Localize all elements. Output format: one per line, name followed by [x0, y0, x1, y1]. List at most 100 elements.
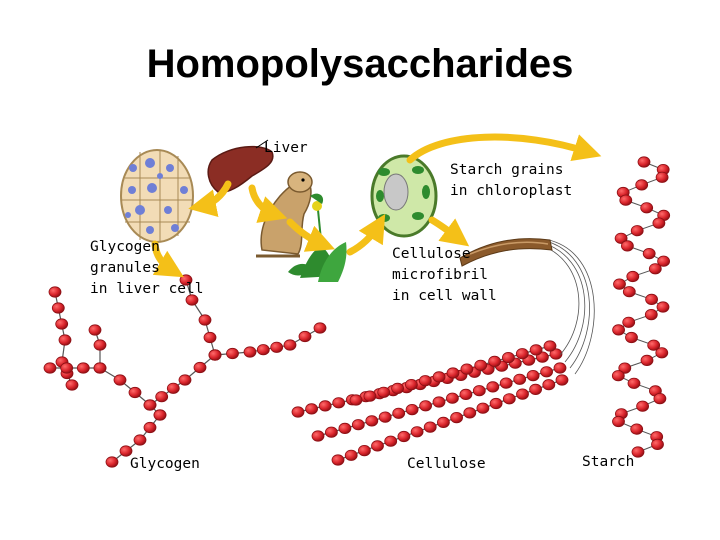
glycogen-bead: [133, 434, 147, 446]
cellulose-bead: [529, 383, 542, 395]
starch-helix-chain: [611, 156, 671, 458]
starch-bead: [619, 194, 633, 206]
glycogen-bead: [58, 334, 72, 346]
cellulose-bead: [476, 402, 490, 414]
starch-bead: [622, 286, 636, 298]
glycogen-bead: [198, 314, 212, 326]
label-glycogen: Glycogen: [130, 456, 200, 472]
cellulose-bead: [391, 382, 405, 394]
cellulose-bead: [318, 400, 332, 412]
glycogen-bead: [179, 274, 193, 286]
slide-title: Homopolysaccharides: [146, 42, 574, 86]
starch-bead: [640, 354, 654, 366]
starch-bead: [614, 232, 628, 244]
starch-bead: [612, 415, 625, 428]
starch-bead: [656, 301, 670, 313]
starch-bead: [642, 248, 656, 260]
arrow-liver-to-animal: [248, 184, 288, 223]
starch-bead: [640, 202, 654, 214]
cellulose-bead: [472, 385, 486, 397]
glycogen-bead: [113, 374, 127, 386]
glycogen-bead: [93, 362, 107, 374]
label-glycogen-granules-3: in liver cell: [90, 281, 204, 297]
starch-bead: [622, 316, 636, 328]
starch-bead: [652, 217, 666, 229]
cellulose-bead: [371, 440, 384, 452]
glycogen-bead: [128, 386, 142, 399]
starch-bead: [631, 446, 645, 458]
glycogen-bead: [153, 409, 167, 421]
plant-cell: [370, 154, 438, 238]
glycogen-bead: [313, 322, 327, 334]
cellulose-bead: [540, 366, 553, 378]
cellulose-bead: [499, 377, 513, 389]
cellulose-bead: [501, 351, 515, 364]
starch-bead: [648, 263, 662, 275]
arrow-to-microfibril: [428, 216, 470, 247]
cellulose-bead: [515, 348, 529, 360]
cellulose-bead: [489, 397, 503, 410]
starch-bead: [637, 156, 651, 168]
starch-bead: [630, 423, 644, 435]
cellulose-bead: [445, 392, 459, 404]
label-starch: Starch: [582, 454, 634, 470]
glycogen-bead: [48, 286, 62, 298]
cellulose-bead: [291, 406, 305, 418]
glycogen-bead: [43, 362, 57, 374]
cellulose-bead: [460, 363, 474, 375]
cellulose-bead: [436, 416, 450, 428]
starch-bead: [612, 324, 625, 336]
cellulose-bead: [418, 375, 432, 387]
cellulose-bead: [324, 426, 338, 438]
cellulose-bead: [338, 422, 352, 434]
label-glycogen-granules-1: Glycogen: [90, 239, 160, 255]
glycosidic-link: [54, 291, 66, 341]
glycogen-bead: [105, 456, 119, 468]
starch-bead: [655, 347, 669, 359]
starch-bead: [653, 392, 667, 405]
cellulose-bead: [410, 426, 424, 438]
cellulose-parallel-chains: [291, 340, 569, 466]
starch-bead: [611, 370, 625, 382]
glycogen-branched-chain: [43, 274, 327, 468]
microfibril-strands: [539, 239, 595, 375]
cellulose-bead: [423, 421, 437, 433]
glycogen-granules: [125, 158, 188, 234]
arrow-animal-to-plant: [286, 218, 335, 252]
cellulose-bead: [397, 430, 411, 443]
cellulose-bead: [542, 379, 556, 391]
cellulose-bead: [365, 415, 379, 427]
glycogen-bead: [60, 362, 74, 374]
glycosidic-link: [149, 379, 186, 406]
cellulose-bead: [450, 411, 464, 424]
starch-bead: [613, 278, 626, 290]
label-liver: Liver: [264, 140, 308, 156]
glycogen-bead: [193, 361, 207, 374]
cellulose-bead: [516, 388, 529, 400]
cellulose-bead: [513, 373, 527, 385]
cellulose-bead: [555, 374, 569, 386]
glycosidic-link: [249, 344, 291, 353]
starch-bead: [636, 400, 649, 412]
glycogen-bead: [226, 347, 239, 360]
starch-bead: [645, 293, 658, 305]
starch-bead: [618, 362, 632, 374]
starch-bead: [644, 308, 658, 321]
cellulose-bead: [344, 449, 358, 461]
arrow-plant-to-cell: [346, 213, 386, 256]
glycogen-bead: [55, 318, 69, 330]
label-starch-grains-2: in chloroplast: [450, 183, 572, 199]
glycogen-bead: [256, 344, 270, 356]
glycogen-bead: [203, 331, 217, 344]
starch-bead: [655, 171, 669, 183]
label-cellulose-microfibril-3: in cell wall: [392, 288, 497, 304]
glycogen-bead: [76, 362, 90, 374]
starch-bead: [635, 179, 649, 191]
cellulose-bead: [363, 390, 377, 402]
cellulose-bead: [384, 435, 398, 447]
glycogen-bead: [243, 346, 257, 358]
cellulose-microfibril: [459, 238, 553, 267]
glycogen-bead: [51, 302, 65, 314]
